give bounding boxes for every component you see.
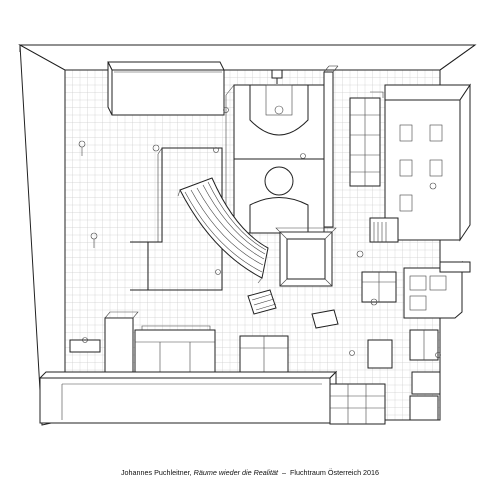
right-lower-modules <box>367 329 441 421</box>
bottom-shelf <box>329 383 386 425</box>
center-box <box>275 227 337 287</box>
column-wall <box>323 65 339 228</box>
caption-title: Räume wieder die Realität <box>193 468 278 477</box>
caption-separator: – <box>281 468 286 477</box>
shelving-tower <box>349 91 384 187</box>
basketball-court <box>225 84 325 234</box>
caption-project: Fluchtraum Österreich 2016 <box>289 468 380 477</box>
raised-platform <box>130 147 223 291</box>
figure-caption: Johannes Puchleitner, Räume wieder die R… <box>0 468 500 477</box>
curved-tribune <box>177 177 269 284</box>
basketball-hoop <box>271 69 283 84</box>
long-wall <box>38 370 338 425</box>
lower-left-structures <box>69 311 289 377</box>
caption-author: Johannes Puchleitner, <box>120 468 192 477</box>
stair-segment <box>247 289 339 329</box>
right-middle-modules <box>361 260 471 319</box>
small-stair <box>369 217 399 243</box>
human-figures <box>78 107 441 358</box>
right-building <box>384 83 471 242</box>
container-box <box>107 61 225 116</box>
